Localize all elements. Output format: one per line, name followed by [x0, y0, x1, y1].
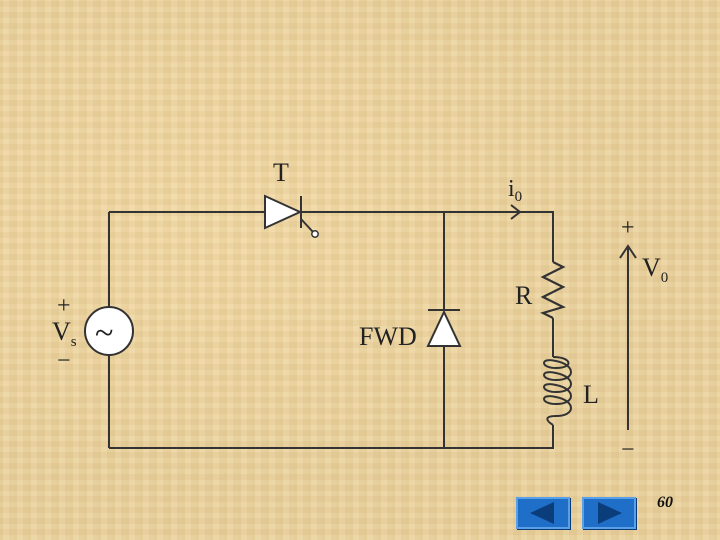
- output-voltage-arrow: [619, 244, 637, 430]
- wire-top-right: [301, 211, 554, 262]
- inductor-label: L: [583, 380, 599, 409]
- source-label: Vs: [52, 317, 77, 350]
- output-minus-sign: −: [621, 437, 635, 463]
- inductor-symbol: [543, 356, 572, 426]
- page-number: 60: [657, 494, 673, 511]
- wire-bottom: [109, 425, 554, 449]
- ac-source-symbol: [84, 306, 134, 356]
- thyristor-symbol: [264, 194, 319, 238]
- left-arrow-icon: [530, 502, 554, 524]
- previous-slide-button[interactable]: [516, 497, 570, 529]
- ac-source-tilde: ~: [95, 315, 113, 352]
- source-minus-sign: −: [57, 348, 71, 374]
- current-label: i0: [508, 176, 522, 205]
- next-slide-button[interactable]: [582, 497, 636, 529]
- right-arrow-icon: [598, 502, 622, 524]
- diode-label: FWD: [359, 322, 417, 351]
- thyristor-label: T: [273, 158, 289, 187]
- output-label: V0: [642, 253, 668, 286]
- resistor-label: R: [515, 281, 533, 310]
- resistor-symbol: [540, 261, 566, 319]
- output-plus-sign: +: [621, 215, 635, 241]
- source-plus-sign: +: [57, 293, 71, 319]
- diode-symbol: [426, 309, 462, 347]
- current-arrow: [510, 204, 522, 220]
